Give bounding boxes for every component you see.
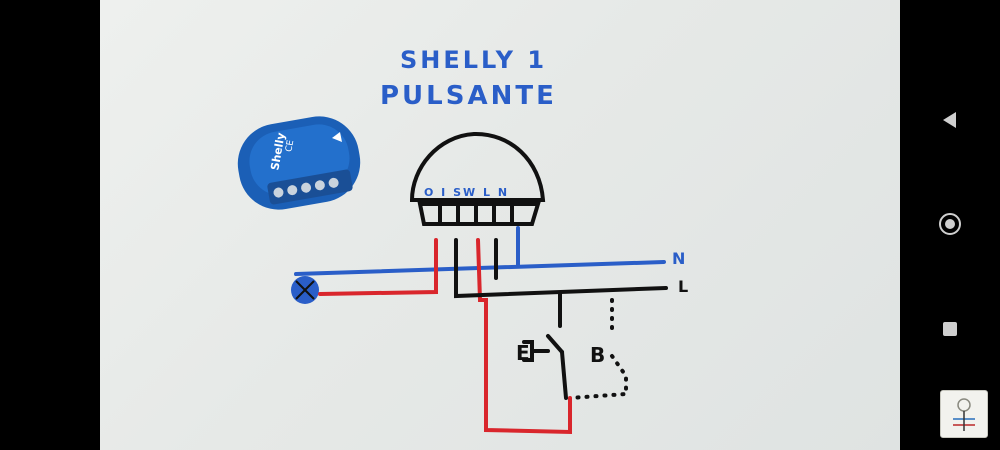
home-button[interactable]: [930, 204, 970, 244]
live-label: L: [678, 277, 688, 296]
channel-thumbnail[interactable]: [940, 390, 988, 438]
shelly-device: Shelly CE: [237, 116, 361, 210]
recent-apps-icon: [943, 322, 957, 336]
thumbnail-image: [953, 398, 975, 431]
whiteboard: SHELLY 1 PULSANTE Shelly CE: [100, 0, 900, 450]
title-line-2: PULSANTE: [380, 81, 557, 111]
title-line-1: SHELLY 1: [400, 46, 547, 74]
output-wire: [318, 238, 572, 435]
video-letterbox-left: [0, 0, 100, 450]
live-wire: [454, 238, 668, 400]
device-brand-label: Shelly: [268, 132, 287, 172]
relay-symbol: [409, 131, 546, 226]
button-letter: E: [516, 341, 530, 365]
wiring-diagram: SHELLY 1 PULSANTE Shelly CE: [237, 46, 688, 435]
terminal-labels: O I SW L N: [424, 186, 509, 199]
device-ce-mark: CE: [284, 139, 296, 153]
back-button[interactable]: [930, 100, 970, 140]
dotted-connection: [568, 298, 628, 400]
home-icon: [939, 213, 961, 235]
back-icon: [943, 112, 956, 128]
device-logo-icon: [332, 132, 342, 142]
switch-symbol: B: [590, 343, 605, 367]
android-nav-bar: [900, 0, 1000, 450]
neutral-label: N: [672, 249, 685, 268]
push-button-symbol: [522, 340, 550, 362]
recent-apps-button[interactable]: [930, 309, 970, 349]
lamp-symbol: [291, 276, 319, 304]
